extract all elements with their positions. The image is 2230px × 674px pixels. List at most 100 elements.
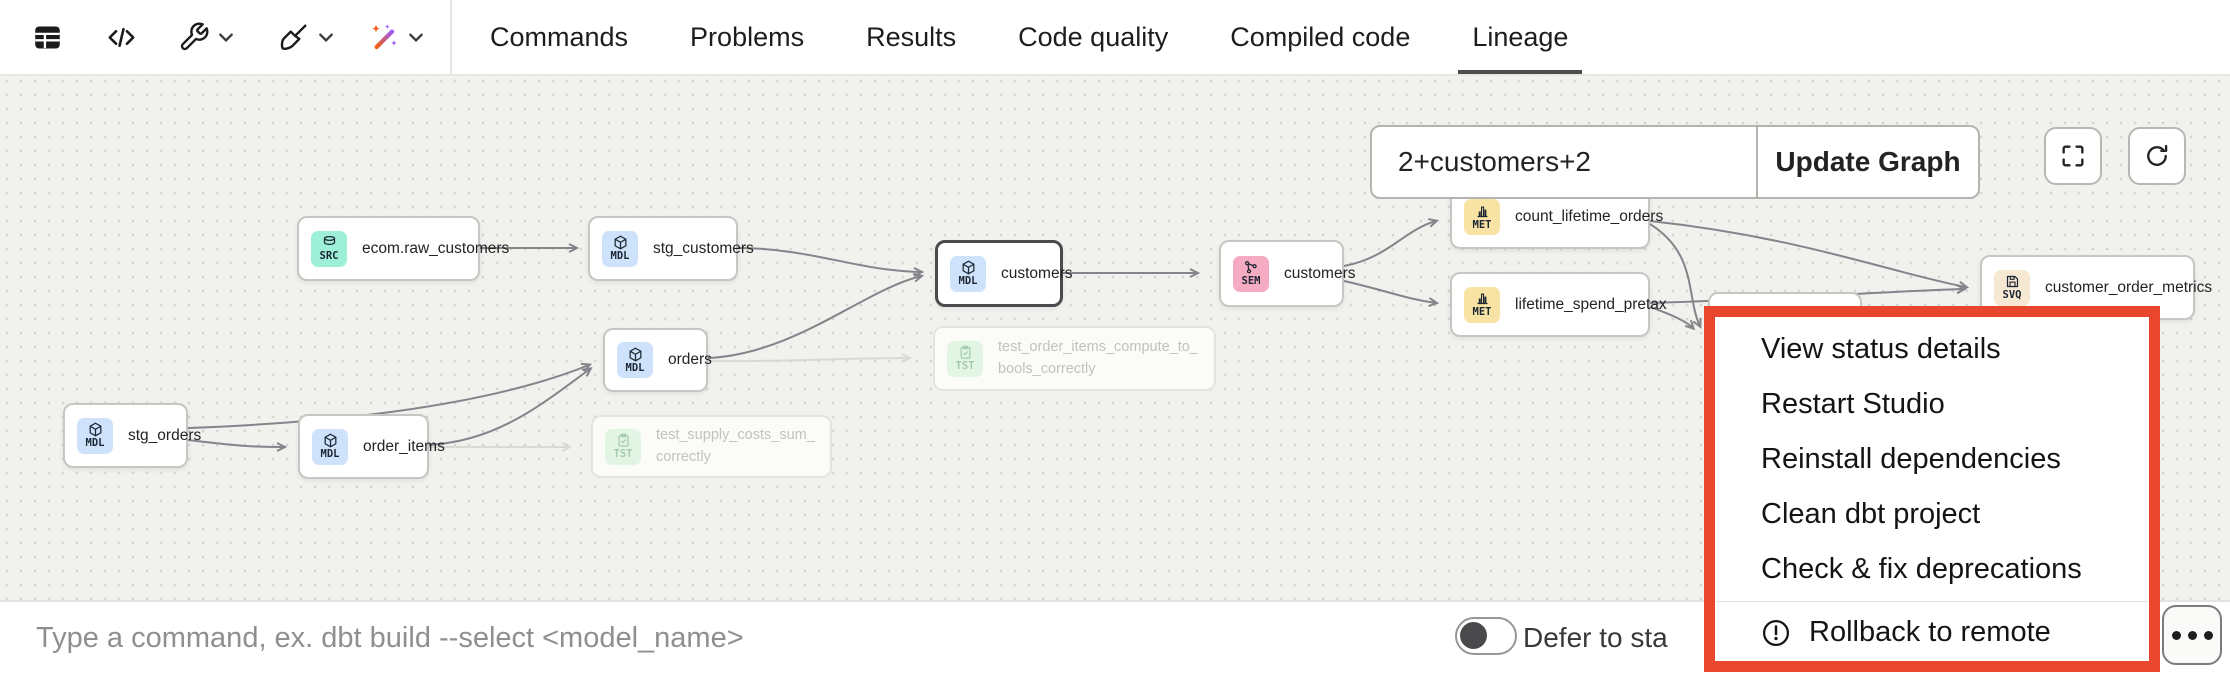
lineage-node-stg-customers[interactable]: MDL stg_customers — [588, 216, 754, 281]
saved-query-badge: SVQ — [1994, 269, 2030, 306]
model-badge: MDL — [617, 342, 653, 378]
save-icon — [2006, 276, 2018, 288]
chevron-down-icon — [409, 33, 423, 42]
broom-icon — [280, 24, 307, 50]
tab-code-quality[interactable]: Code quality — [1018, 21, 1169, 52]
node-label: customers — [1001, 264, 1073, 282]
lineage-node-customers-semantic[interactable]: SEM customers — [1219, 240, 1356, 307]
selector-input[interactable]: 2+customers+2 — [1398, 146, 1591, 177]
chevron-down-icon — [219, 33, 233, 42]
fullscreen-button[interactable] — [2044, 127, 2102, 185]
node-label: customers — [1284, 264, 1356, 282]
node-label: test_supply_costs_sum_correctly — [656, 427, 815, 465]
badge-code: MDL — [320, 448, 340, 461]
ellipsis-icon — [2171, 630, 2181, 640]
lineage-node-stg-orders[interactable]: MDL stg_orders — [63, 403, 201, 468]
tab-problems[interactable]: Problems — [690, 21, 805, 52]
lineage-node-ecom-raw-customers[interactable]: SRC ecom.raw_customers — [297, 216, 509, 281]
node-label: lifetime_spend_pretax — [1515, 295, 1667, 313]
menu-item-check-fix-deprecations[interactable]: Check & fix deprecations — [1761, 553, 2082, 585]
tab-results[interactable]: Results — [866, 21, 957, 52]
test-badge: TST — [947, 340, 983, 377]
warning-icon — [1763, 619, 1789, 646]
lineage-node-test-order-items[interactable]: TST test_order_items_compute_to_bools_co… — [933, 326, 1216, 391]
badge-code: TST — [613, 448, 633, 461]
graph-branch-icon — [1244, 261, 1257, 274]
semantic-badge: SEM — [1233, 255, 1269, 292]
update-graph-button[interactable]: Update Graph — [1775, 146, 1961, 177]
badge-code: MDL — [85, 437, 105, 450]
badge-code: MET — [1472, 218, 1492, 231]
defer-toggle[interactable] — [1455, 617, 1517, 655]
menu-item-rollback-to-remote[interactable]: Rollback to remote — [1715, 605, 2149, 660]
build-tools-button[interactable] — [178, 0, 234, 74]
node-label: count_lifetime_orders — [1515, 208, 1664, 225]
code-view-button[interactable] — [105, 0, 138, 74]
cube-icon — [962, 260, 974, 275]
chevron-down-icon — [319, 33, 333, 42]
badge-code: TST — [955, 360, 975, 373]
status-context-menu-highlight: View status details Restart Studio Reins… — [1704, 306, 2160, 672]
badge-code: MET — [1472, 306, 1492, 319]
panel-tabs: Commands Problems Results Code quality C… — [490, 0, 1583, 74]
cleanup-tools-button[interactable] — [278, 0, 334, 74]
menu-item-restart-studio[interactable]: Restart Studio — [1761, 388, 1945, 420]
lineage-node-order-items[interactable]: MDL order_items — [298, 414, 445, 479]
model-badge: MDL — [602, 230, 638, 267]
refresh-button[interactable] — [2128, 127, 2186, 185]
status-context-menu: View status details Restart Studio Reins… — [1715, 317, 2149, 661]
tab-commands[interactable]: Commands — [490, 21, 629, 52]
badge-code: SVQ — [2002, 289, 2022, 302]
selector-divider — [1756, 127, 1758, 197]
node-label: order_items — [363, 437, 445, 455]
defer-toggle-label: Defer to sta — [1523, 622, 1668, 653]
badge-code: SRC — [319, 250, 339, 263]
cube-icon — [89, 422, 101, 437]
badge-code: MDL — [958, 275, 978, 288]
fullscreen-icon — [2062, 145, 2084, 167]
metric-badge: MET — [1464, 199, 1500, 235]
refresh-icon — [2147, 144, 2168, 166]
lineage-node-customers-model[interactable]: MDL customers — [935, 240, 1073, 307]
badge-code: MDL — [610, 250, 630, 263]
toolbar-separator — [450, 0, 452, 74]
source-badge: SRC — [311, 230, 347, 267]
cube-icon — [629, 347, 641, 362]
lineage-node-orders[interactable]: MDL orders — [603, 328, 712, 392]
command-input[interactable]: Type a command, ex. dbt build --select <… — [36, 621, 744, 654]
tab-lineage[interactable]: Lineage — [1458, 0, 1583, 74]
model-badge: MDL — [950, 255, 986, 292]
toggle-knob — [1460, 622, 1487, 649]
database-icon — [323, 236, 335, 246]
node-label: stg_customers — [653, 239, 754, 257]
table-view-button[interactable] — [32, 0, 63, 74]
menu-item-reinstall-dependencies[interactable]: Reinstall dependencies — [1761, 443, 2061, 475]
lineage-node-test-supply-costs[interactable]: TST test_supply_costs_sum_correctly — [591, 415, 832, 478]
wrench-icon — [180, 22, 209, 51]
bar-chart-icon — [1477, 293, 1487, 305]
cube-icon — [614, 235, 626, 250]
lineage-node-lifetime-spend-pretax[interactable]: MET lifetime_spend_pretax — [1450, 272, 1667, 337]
more-options-button[interactable] — [2162, 605, 2222, 665]
magic-wand-icon — [372, 24, 397, 50]
node-label: ecom.raw_customers — [362, 239, 510, 257]
clipboard-check-icon — [618, 433, 628, 447]
clipboard-check-icon — [960, 345, 970, 359]
menu-item-label: Rollback to remote — [1809, 616, 2051, 648]
ai-assist-button[interactable] — [368, 0, 424, 74]
editor-toolbar: Commands Problems Results Code quality C… — [0, 0, 2230, 76]
node-label: customer_order_metrics — [2045, 278, 2213, 296]
badge-code: SEM — [1241, 275, 1261, 288]
model-badge: MDL — [77, 417, 113, 454]
test-badge: TST — [605, 428, 641, 465]
node-label: test_order_items_compute_to_bools_correc… — [998, 339, 1198, 377]
menu-item-clean-dbt-project[interactable]: Clean dbt project — [1761, 498, 1981, 530]
menu-item-view-status-details[interactable]: View status details — [1761, 333, 2001, 365]
cube-icon — [324, 433, 336, 448]
metric-badge: MET — [1464, 286, 1500, 323]
tab-compiled-code[interactable]: Compiled code — [1230, 21, 1411, 52]
menu-divider — [1715, 601, 2149, 602]
table-icon — [35, 26, 60, 48]
model-badge: MDL — [312, 428, 348, 465]
code-icon — [108, 27, 135, 47]
